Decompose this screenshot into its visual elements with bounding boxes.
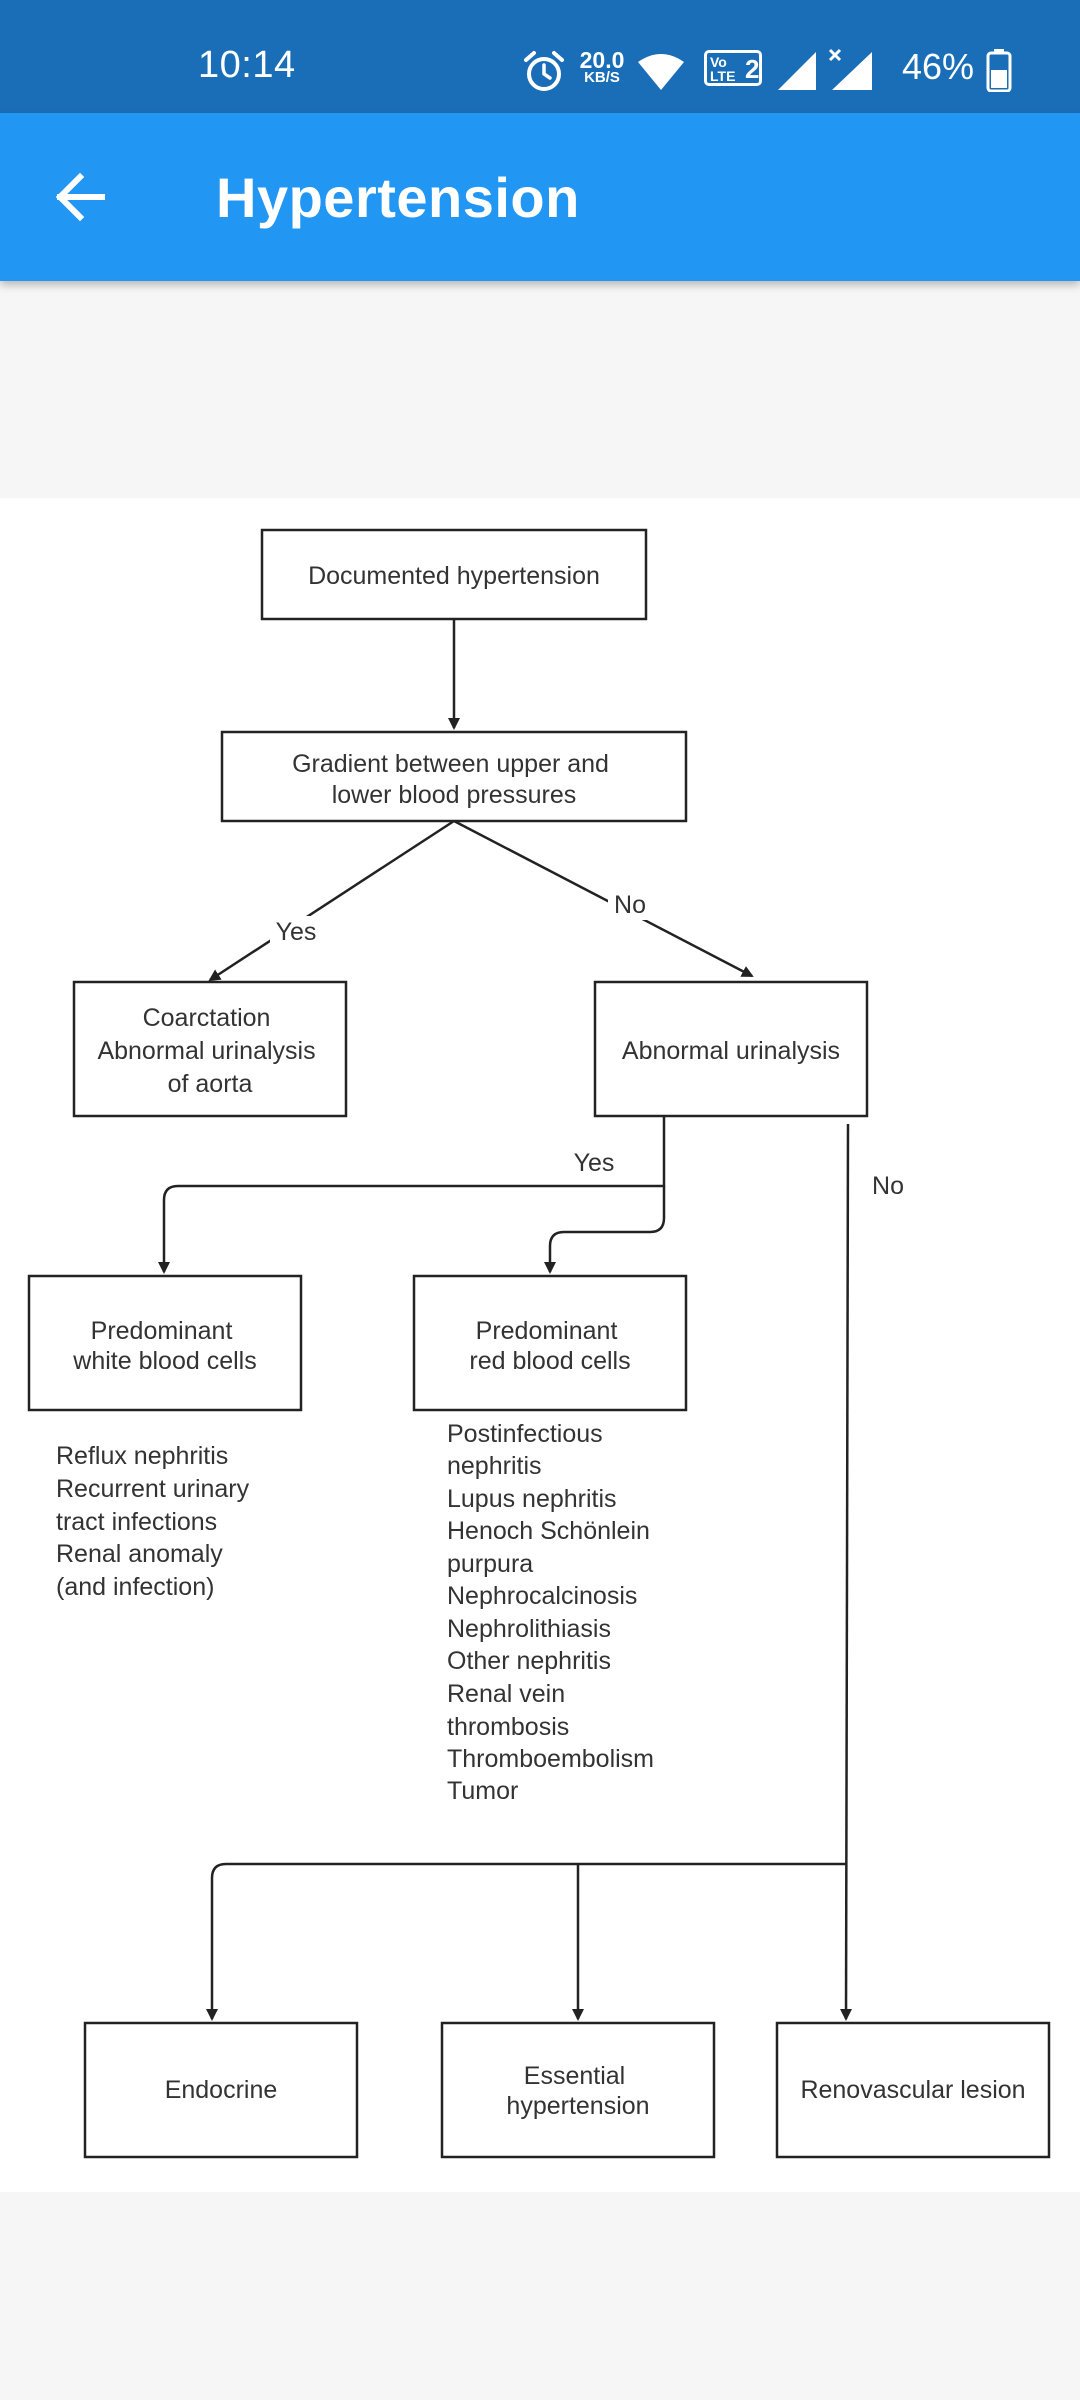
edge-gradient-yes: [208, 819, 455, 982]
node-text-line: Predominant: [476, 1317, 618, 1345]
rbc-causes-list: Postinfectious nephritis Lupus nephritis…: [447, 1420, 661, 1805]
node-renovascular-label: Renovascular lesion: [800, 2076, 1025, 2104]
node-text-line: Gradient between upper and: [292, 750, 609, 778]
node-endocrine: [83, 2021, 359, 2159]
battery-percent: 46%: [902, 46, 975, 87]
node-text-line: hypertension: [506, 2092, 649, 2120]
node-rbc: [412, 1274, 688, 1412]
volte-label: Vo LTE: [710, 54, 736, 84]
node-documented-label: Documented hypertension: [308, 562, 600, 590]
cause-item: Reflux nephritis: [56, 1442, 228, 1470]
edge-label-yes: Yes: [276, 918, 317, 946]
node-text-line: of aorta: [168, 1070, 253, 1098]
flowchart-diagram: Yes No Yes No Documented hypertension Gr…: [27, 528, 1051, 2159]
node-wbc-label: Predominant white blood cells: [72, 1317, 256, 1375]
node-text-line: Abnormal urinalysis: [622, 1037, 840, 1065]
cause-item: Renal vein: [447, 1680, 565, 1708]
node-text-line: Documented hypertension: [308, 562, 600, 590]
volte-icon: Vo LTE 2: [704, 50, 762, 86]
cause-item: Postinfectious: [447, 1420, 603, 1448]
back-button[interactable]: [44, 161, 124, 233]
node-wbc: [27, 1274, 303, 1412]
edge-branch-endocrine: [206, 1862, 846, 2021]
node-text-line: Predominant: [91, 1317, 233, 1345]
signal-no-data-icon: [828, 48, 872, 90]
node-abnormal-urinalysis-label: Abnormal urinalysis: [622, 1037, 840, 1065]
cause-item: purpura: [447, 1550, 533, 1578]
node-text-line: Renovascular lesion: [800, 2076, 1025, 2104]
cause-item: thrombosis: [447, 1713, 569, 1741]
edge-urinalysis-yes-rbc: [544, 1186, 666, 1274]
node-text-line: Essential: [524, 2062, 625, 2090]
network-speed-value: 20.0: [579, 47, 625, 73]
battery-icon: [986, 49, 1012, 92]
node-text-line: Abnormal urinalysis: [97, 1037, 315, 1065]
node-endocrine-label: Endocrine: [165, 2076, 278, 2104]
page-title: Hypertension: [216, 166, 580, 229]
node-text-line: Coarctation: [143, 1004, 271, 1032]
status-bar: 10:14 20.0 KB/S Vo LTE 2 46%: [0, 0, 1080, 113]
cause-item: Thromboembolism: [447, 1745, 654, 1773]
edge-gradient-no: [453, 819, 754, 978]
cause-item: (and infection): [56, 1573, 214, 1601]
node-rbc-label: Predominant red blood cells: [469, 1317, 630, 1375]
cause-item: Other nephritis: [447, 1647, 611, 1675]
node-text-line: lower blood pressures: [332, 781, 577, 809]
network-speed: 20.0 KB/S: [574, 47, 630, 86]
cause-item: Recurrent urinary: [56, 1475, 250, 1503]
node-essential-hypertension: [440, 2021, 716, 2159]
cause-item: Renal anomaly: [56, 1540, 223, 1568]
node-abnormal-urinalysis: [593, 980, 869, 1118]
cause-item: Lupus nephritis: [447, 1485, 617, 1513]
node-coarctation-label: Coarctation Abnormal urinalysis of aorta: [97, 1004, 322, 1098]
cause-item: Nephrocalcinosis: [447, 1582, 637, 1610]
cause-item: Henoch Schönlein: [447, 1517, 650, 1545]
node-renovascular-lesion: [775, 2021, 1051, 2159]
edge-label-urinalysis-no: No: [872, 1172, 904, 1200]
arrow-left-icon: [55, 172, 105, 222]
status-time: 10:14: [198, 44, 296, 86]
node-essential-label: Essential hypertension: [506, 2062, 649, 2120]
cause-item: nephritis: [447, 1452, 542, 1480]
wifi-icon: [638, 54, 684, 90]
volte-sim-number: 2: [745, 54, 760, 84]
signal-icon: [778, 52, 816, 90]
network-speed-unit: KB/S: [584, 69, 620, 86]
node-text-line: Endocrine: [165, 2076, 278, 2104]
edge-urinalysis-no: [840, 1123, 853, 2021]
flowchart-image: Yes No Yes No Documented hypertension Gr…: [0, 498, 1080, 2192]
cause-item: Tumor: [447, 1777, 518, 1805]
edge-label-no: No: [614, 891, 646, 919]
node-coarctation: [72, 980, 348, 1118]
alarm-icon: [524, 51, 564, 91]
node-gradient-label: Gradient between upper and lower blood p…: [292, 750, 616, 809]
edge-urinalysis-yes-wbc: [158, 1116, 666, 1274]
app-bar: Hypertension: [0, 113, 1080, 281]
cause-item: Nephrolithiasis: [447, 1615, 611, 1643]
wbc-causes-list: Reflux nephritis Recurrent urinary tract…: [56, 1442, 256, 1601]
cause-item: tract infections: [56, 1508, 217, 1536]
edge-label-urinalysis-yes: Yes: [574, 1149, 615, 1177]
node-text-line: white blood cells: [72, 1347, 256, 1375]
node-text-line: red blood cells: [469, 1347, 630, 1375]
